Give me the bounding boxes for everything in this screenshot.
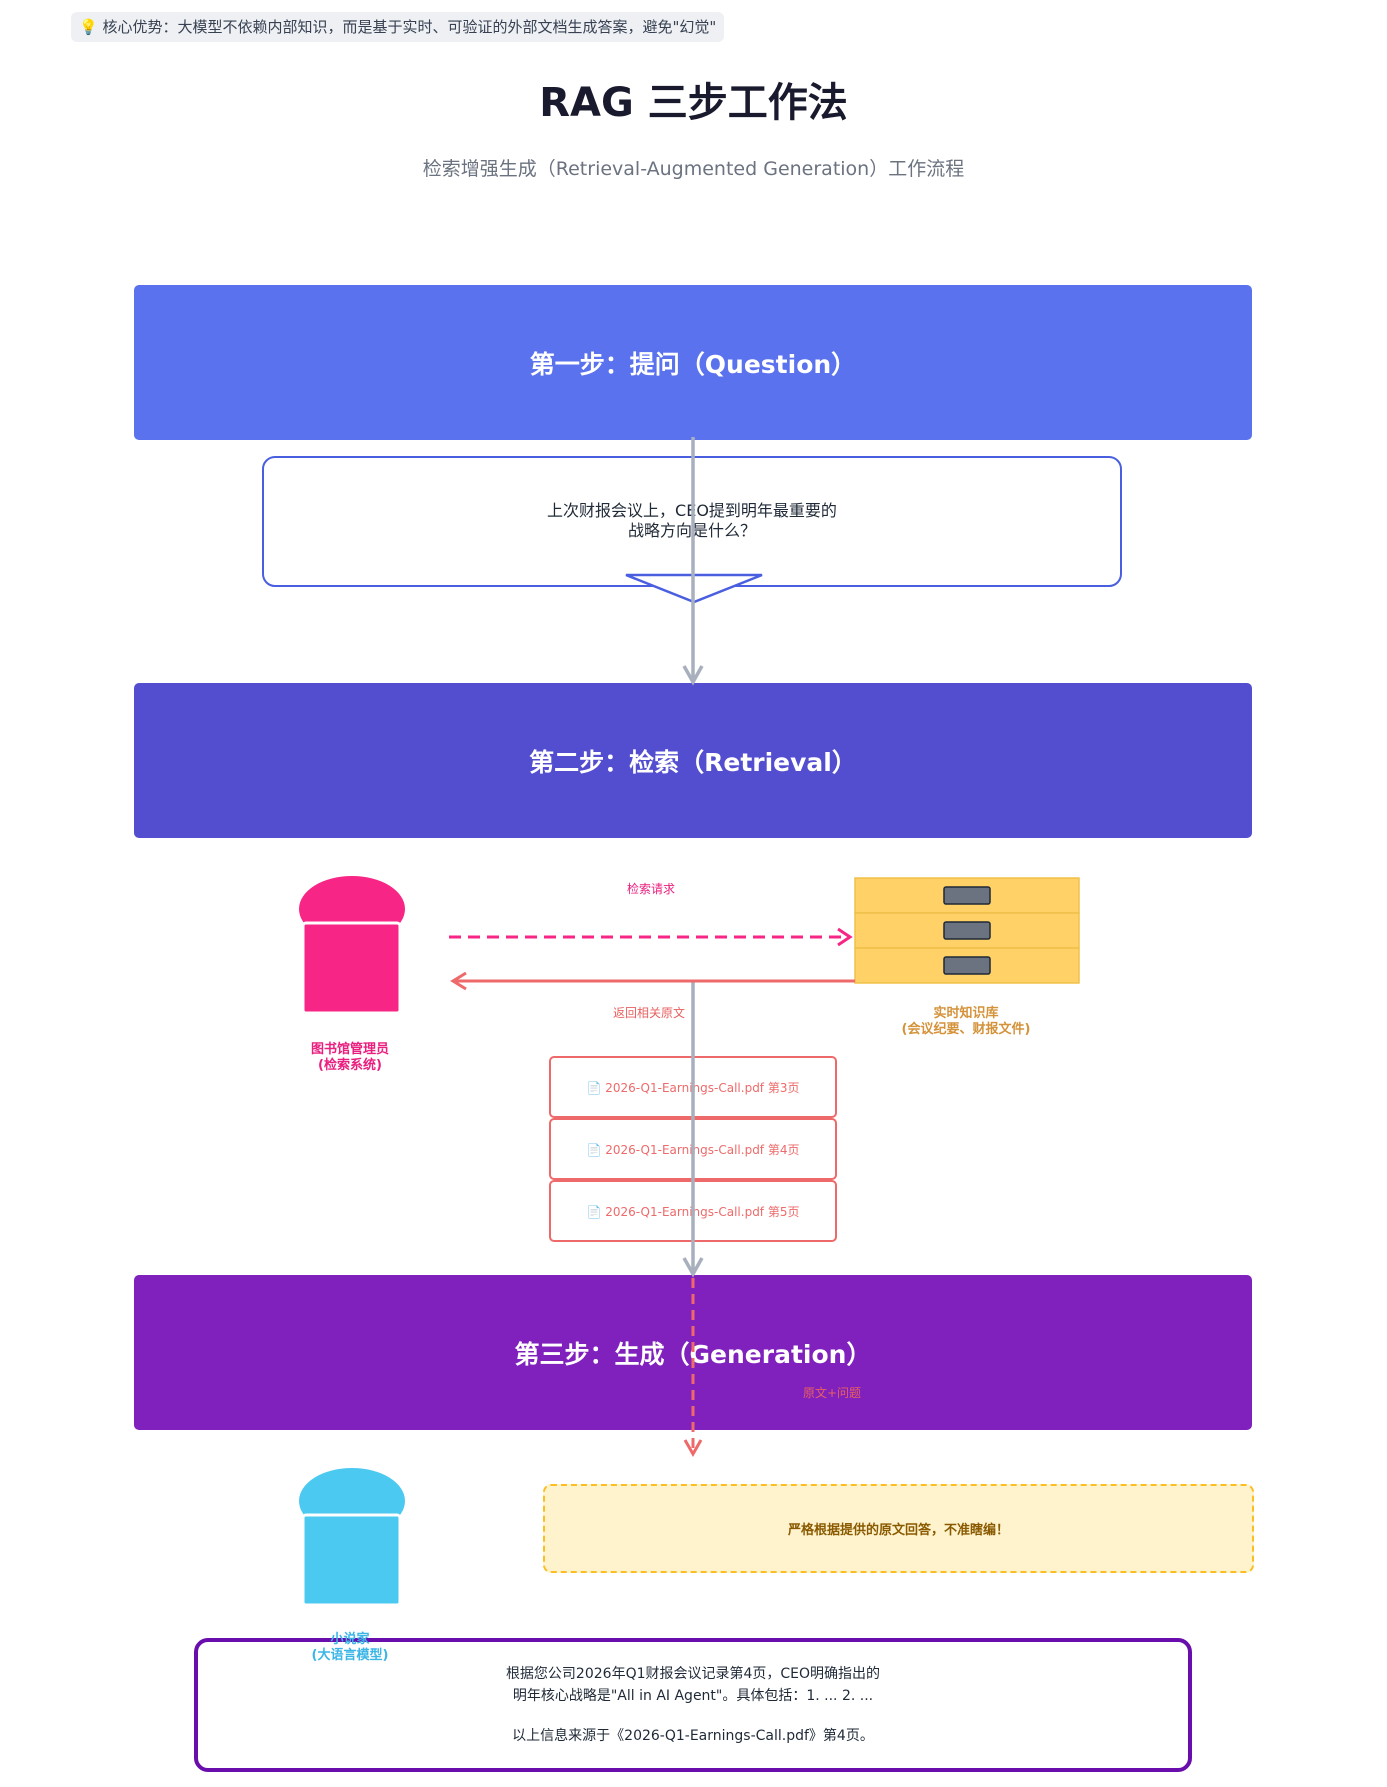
core-advantage-note: 💡 核心优势：大模型不依赖内部知识，而是基于实时、可验证的外部文档生成答案，避免… (71, 12, 725, 42)
retrieved-doc-3-text: 📄 2026-Q1-Earnings-Call.pdf 第5页 (586, 1204, 800, 1219)
question-line-1: 上次财报会议上，CEO提到明年最重要的 (547, 501, 837, 520)
instruction-box: 严格根据提供的原文回答，不准瞎编！ (543, 1484, 1254, 1573)
answer-line-2: 明年核心战略是"All in AI Agent"。具体包括：1. ... 2. … (512, 1688, 874, 1704)
step3-banner: 第三步：生成（Generation） (134, 1275, 1252, 1430)
search-request-label: 检索请求 (627, 882, 676, 896)
flow-arrowhead-step2 (682, 665, 704, 686)
flow-arrowhead-step3 (682, 1257, 704, 1278)
step1-label: 第一步：提问（Question） (529, 349, 857, 379)
page-title: RAG 三步工作法 (539, 80, 848, 126)
knowledge-base-label-line-1: 实时知识库 (933, 1006, 999, 1021)
writer-label-line-1: 小说家 (330, 1632, 370, 1647)
answer-line-1: 根据您公司2026年Q1财报会议记录第4页，CEO明确指出的 (505, 1666, 881, 1682)
return-docs-label: 返回相关原文 (613, 1006, 686, 1020)
knowledge-base-label-line-2: (会议纪要、财报文件) (901, 1022, 1031, 1037)
retrieved-doc-1-text: 📄 2026-Q1-Earnings-Call.pdf 第3页 (586, 1080, 800, 1095)
search-request-arrowhead (837, 927, 853, 947)
return-docs-arrowhead (450, 971, 467, 991)
librarian-label-line-1: 图书馆管理员 (310, 1042, 389, 1057)
question-line-2: 战略方向是什么？ (627, 521, 756, 540)
step3-label: 第三步：生成（Generation） (514, 1339, 872, 1369)
page-subtitle: 检索增强生成（Retrieval-Augmented Generation）工作… (422, 158, 965, 180)
retrieved-doc-2-text: 📄 2026-Q1-Earnings-Call.pdf 第4页 (586, 1142, 800, 1157)
answer-box (194, 1638, 1192, 1772)
context-question-label: 原文+问题 (803, 1386, 862, 1400)
writer-icon (299, 1468, 405, 1607)
retrieved-doc-3: 📄 2026-Q1-Earnings-Call.pdf 第5页 (549, 1180, 837, 1242)
instruction-text: 严格根据提供的原文回答，不准瞎编！ (787, 1523, 1009, 1538)
question-text: 上次财报会议上，CEO提到明年最重要的 战略方向是什么？ (262, 501, 1122, 541)
knowledge-base-label: 实时知识库 (会议纪要、财报文件) (866, 1006, 1066, 1038)
knowledge-base-icon (854, 877, 1080, 984)
context-question-arrowhead (683, 1439, 703, 1458)
librarian-label-line-2: (检索系统) (318, 1058, 382, 1073)
step1-banner: 第一步：提问（Question） (134, 285, 1252, 440)
librarian-icon (299, 876, 405, 1015)
answer-line-3: 以上信息来源于《2026-Q1-Earnings-Call.pdf》第4页。 (512, 1728, 874, 1744)
step2-label: 第二步：检索（Retrieval） (529, 747, 857, 777)
retrieved-doc-2: 📄 2026-Q1-Earnings-Call.pdf 第4页 (549, 1118, 837, 1180)
writer-label-line-2: (大语言模型) (311, 1648, 389, 1663)
retrieved-doc-1: 📄 2026-Q1-Earnings-Call.pdf 第3页 (549, 1056, 837, 1118)
answer-text: 根据您公司2026年Q1财报会议记录第4页，CEO明确指出的 明年核心战略是"A… (194, 1663, 1192, 1747)
writer-label: 小说家 (大语言模型) (270, 1632, 430, 1664)
step2-banner: 第二步：检索（Retrieval） (134, 683, 1252, 838)
librarian-label: 图书馆管理员 (检索系统) (270, 1042, 430, 1074)
